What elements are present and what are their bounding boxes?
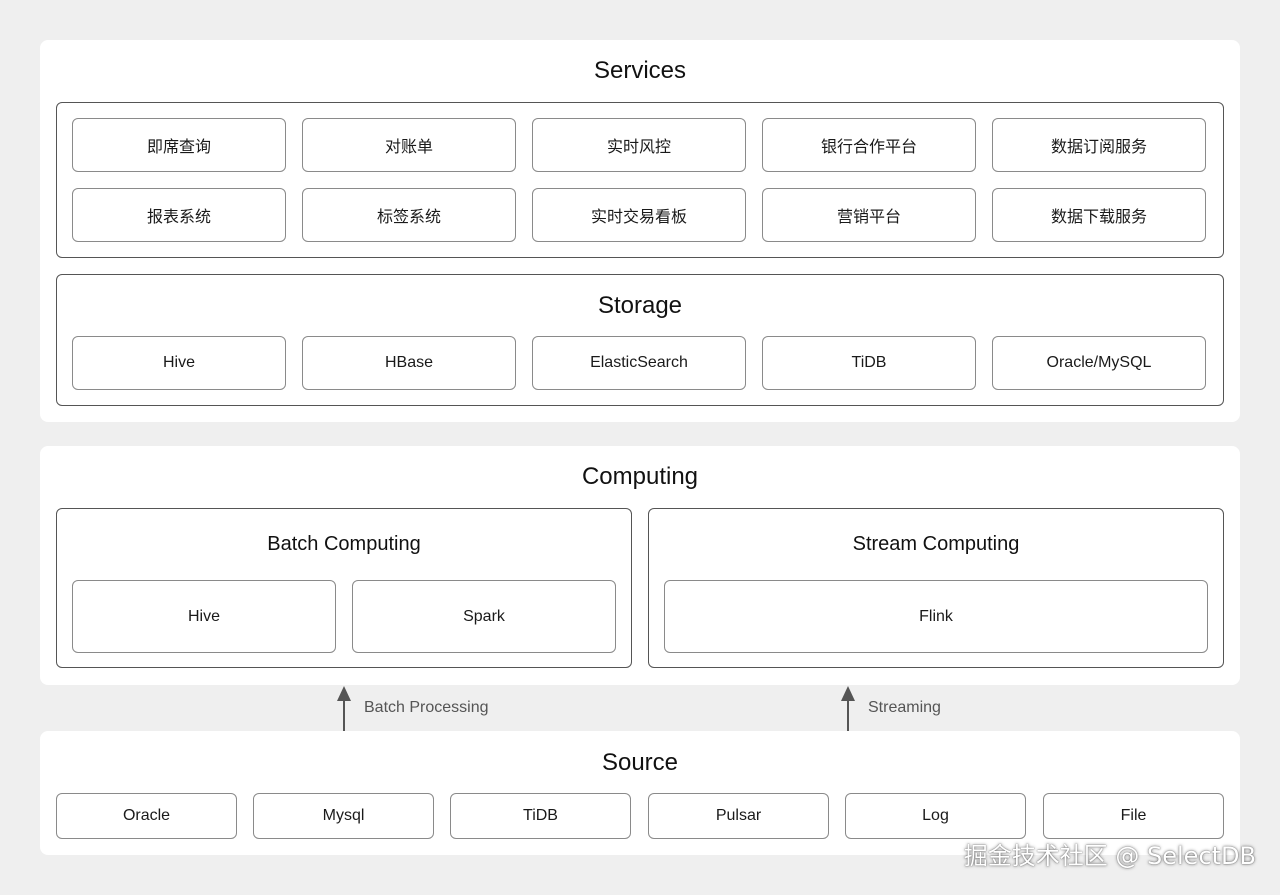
source-item: File [1043, 793, 1224, 839]
stream-computing-title: Stream Computing [852, 533, 1020, 555]
service-item: 对账单 [302, 118, 516, 172]
batch-processing-label: Batch Processing [364, 699, 489, 716]
services-storage-panel: Services 即席查询 对账单 实时风控 银行合作平台 数据订阅服务 报表系… [40, 40, 1240, 422]
services-group: 即席查询 对账单 实时风控 银行合作平台 数据订阅服务 报表系统 标签系统 实时… [56, 102, 1224, 258]
batch-computing-item: Spark [352, 580, 616, 653]
service-item: 数据订阅服务 [992, 118, 1206, 172]
computing-title: Computing [581, 463, 699, 490]
storage-item: HBase [302, 336, 516, 390]
source-item: Mysql [253, 793, 434, 839]
watermark: 掘金技术社区 @ SelectDB [963, 842, 1256, 870]
batch-processing-arrow-icon [337, 686, 351, 731]
storage-title: Storage [597, 292, 683, 319]
source-item: Oracle [56, 793, 237, 839]
service-item: 银行合作平台 [762, 118, 976, 172]
batch-computing-item: Hive [72, 580, 336, 653]
source-title: Source [601, 749, 679, 776]
source-panel: Source Oracle Mysql TiDB Pulsar Log File [40, 731, 1240, 855]
storage-group: Storage Hive HBase ElasticSearch TiDB Or… [56, 274, 1224, 406]
service-item: 报表系统 [72, 188, 286, 242]
source-item: TiDB [450, 793, 631, 839]
storage-item: Hive [72, 336, 286, 390]
streaming-label: Streaming [868, 699, 941, 716]
batch-computing-title: Batch Computing [267, 533, 421, 555]
service-item: 实时风控 [532, 118, 746, 172]
source-item: Pulsar [648, 793, 829, 839]
service-item: 实时交易看板 [532, 188, 746, 242]
services-title: Services [593, 57, 687, 84]
storage-item: Oracle/MySQL [992, 336, 1206, 390]
stream-computing-item: Flink [664, 580, 1208, 653]
batch-computing-group: Batch Computing Hive Spark [56, 508, 632, 668]
service-item: 即席查询 [72, 118, 286, 172]
storage-item: TiDB [762, 336, 976, 390]
source-item: Log [845, 793, 1026, 839]
stream-computing-group: Stream Computing Flink [648, 508, 1224, 668]
service-item: 标签系统 [302, 188, 516, 242]
service-item: 营销平台 [762, 188, 976, 242]
service-item: 数据下载服务 [992, 188, 1206, 242]
computing-panel: Computing Batch Computing Hive Spark Str… [40, 446, 1240, 685]
streaming-arrow-icon [841, 686, 855, 731]
storage-item: ElasticSearch [532, 336, 746, 390]
